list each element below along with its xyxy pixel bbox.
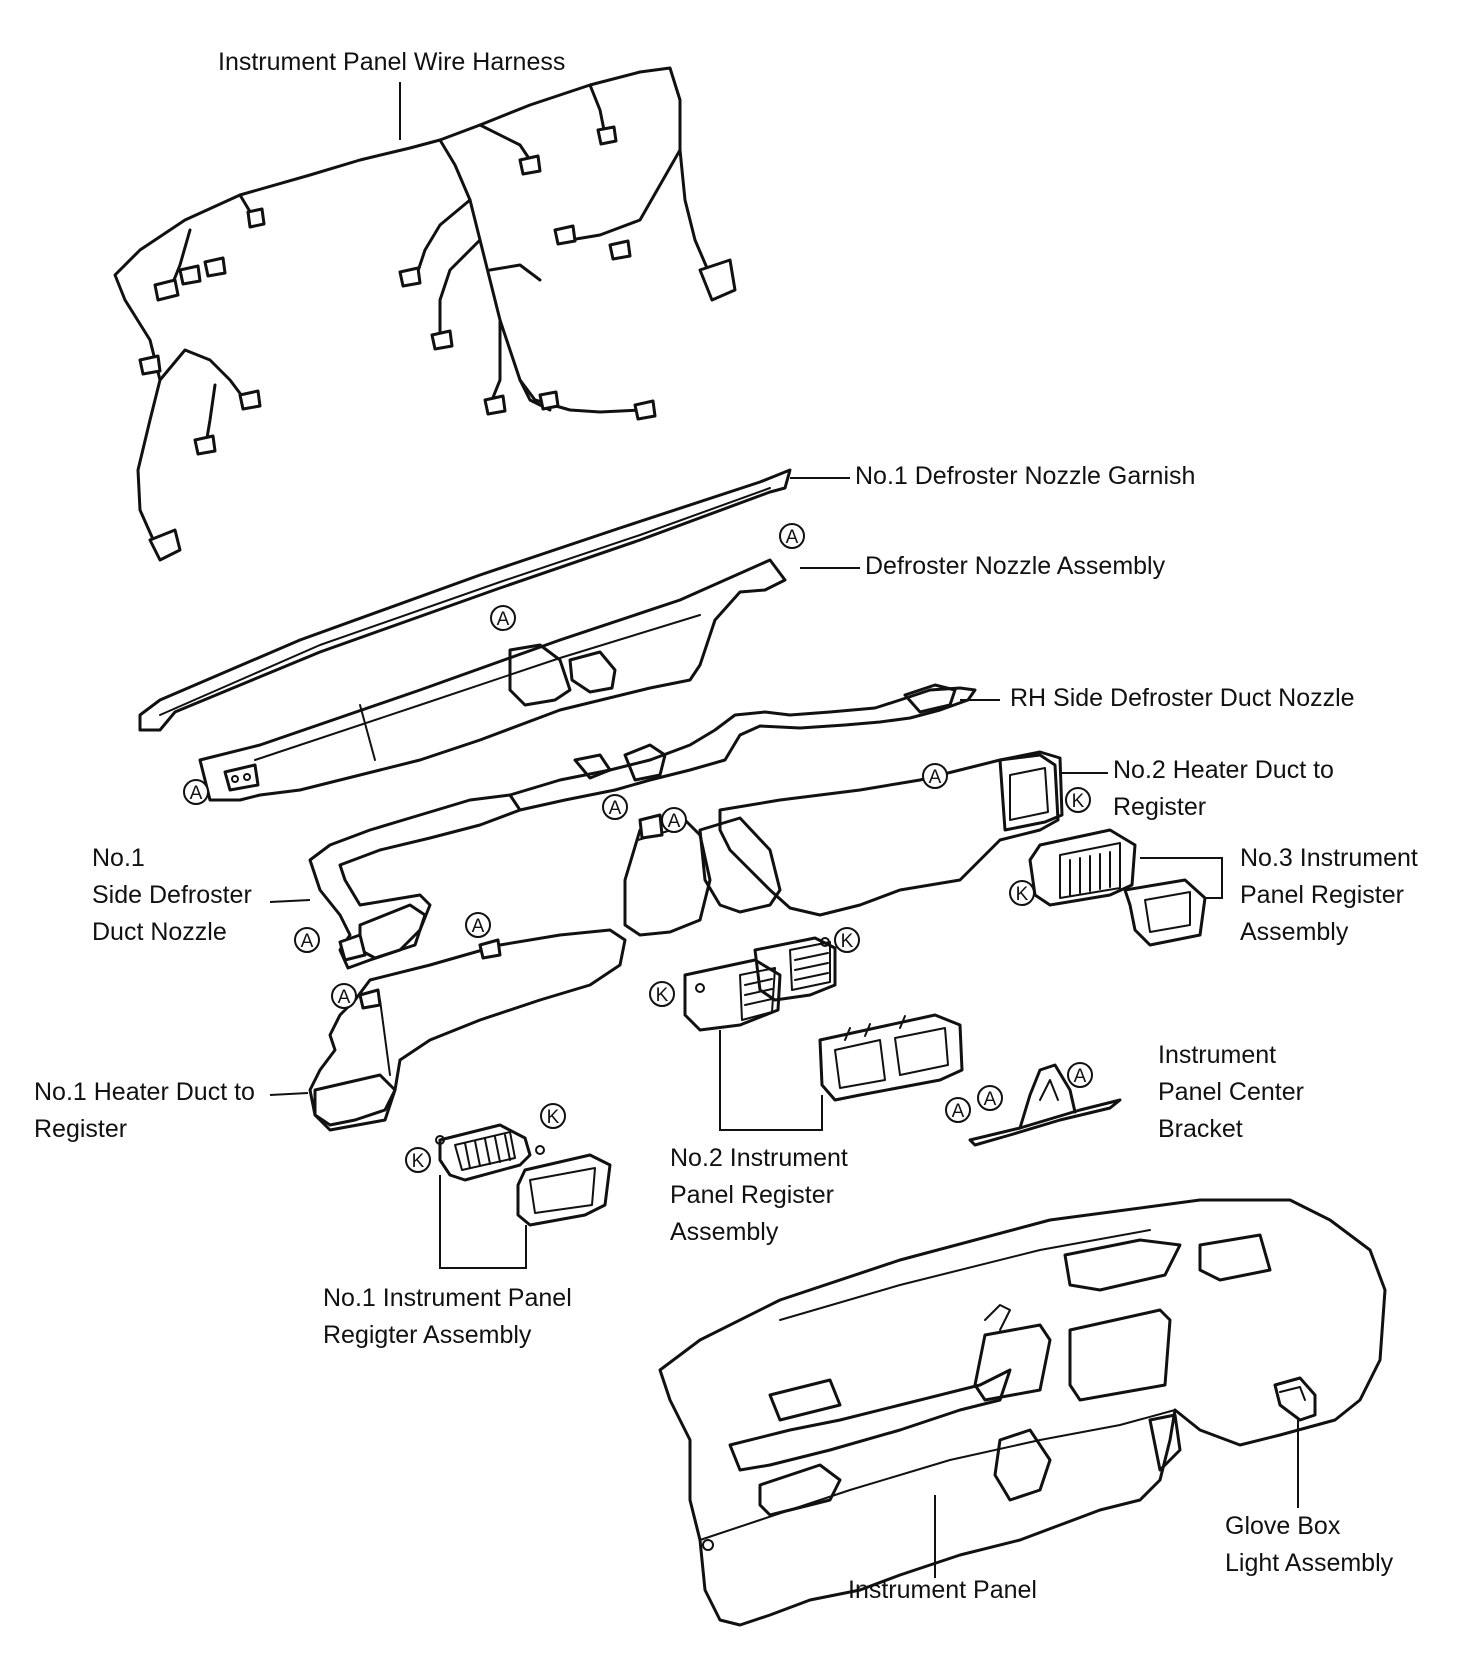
- marker-a: [661, 807, 687, 833]
- fastener-markers: [183, 523, 1093, 1173]
- label-wire-harness: Instrument Panel Wire Harness: [218, 48, 566, 76]
- marker-a: [331, 983, 357, 1009]
- marker-a: [1067, 1062, 1093, 1088]
- marker-a: [183, 779, 209, 805]
- marker-k: [834, 927, 860, 953]
- label-center-bracket: Instrument Panel Center Bracket: [1158, 1041, 1304, 1143]
- label-no1-heater-duct: No.1 Heater Duct to Register: [34, 1078, 255, 1143]
- label-no3-register-assembly: No.3 Instrument Panel Register Assembly: [1240, 844, 1418, 946]
- marker-k: [1065, 787, 1091, 813]
- defroster-nozzle-assembly: [198, 558, 787, 802]
- label-no1-register-assembly: No.1 Instrument Panel Regigter Assembly: [323, 1284, 572, 1349]
- label-no1-side-defroster-duct-nozzle: No.1 Side Defroster Duct Nozzle: [92, 844, 252, 946]
- no1-heater-duct: [308, 928, 627, 1132]
- no3-register-assembly: [1028, 828, 1207, 947]
- marker-a: [602, 794, 628, 820]
- leader-lines: [269, 82, 1299, 1578]
- marker-a: [294, 927, 320, 953]
- marker-a: [779, 523, 805, 549]
- instrument-panel: [658, 1198, 1387, 1627]
- label-instrument-panel: Instrument Panel: [848, 1576, 1037, 1604]
- wire-harness: [113, 66, 737, 562]
- marker-a: [922, 763, 948, 789]
- marker-k: [1009, 880, 1035, 906]
- label-defroster-nozzle-assembly: Defroster Nozzle Assembly: [865, 552, 1166, 580]
- label-glove-box-light: Glove Box Light Assembly: [1225, 1512, 1394, 1577]
- marker-a: [490, 605, 516, 631]
- marker-k: [649, 981, 675, 1007]
- no2-heater-duct: [623, 750, 1064, 937]
- label-rh-side-defroster-duct-nozzle: RH Side Defroster Duct Nozzle: [1010, 684, 1355, 712]
- label-no2-register-assembly: No.2 Instrument Panel Register Assembly: [670, 1144, 848, 1246]
- label-defroster-nozzle-garnish: No.1 Defroster Nozzle Garnish: [855, 462, 1196, 490]
- marker-k: [405, 1147, 431, 1173]
- rh-side-defroster-duct-nozzle: [508, 683, 977, 812]
- glove-box-light-assembly: [1273, 1376, 1317, 1422]
- no1-register-assembly: [435, 1123, 612, 1227]
- marker-k: [540, 1103, 566, 1129]
- instrument-panel-center-bracket: [968, 1063, 1122, 1147]
- label-no2-heater-duct: No.2 Heater Duct to Register: [1113, 756, 1334, 821]
- marker-a: [945, 1097, 971, 1123]
- no2-register-assembly: [683, 936, 964, 1102]
- defroster-nozzle-garnish: [138, 468, 792, 732]
- marker-a: [977, 1085, 1003, 1111]
- no1-side-defroster-duct-nozzle: [308, 793, 522, 970]
- marker-a: [465, 912, 491, 938]
